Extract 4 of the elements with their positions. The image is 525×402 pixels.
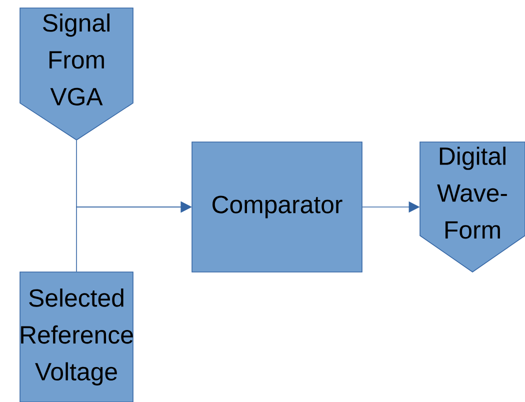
process-box: Comparator [192, 142, 362, 272]
process-box: Selected Reference Voltage [20, 272, 134, 402]
down-arrow-box: Digital Wave-Form [420, 142, 525, 272]
down-arrow-box: Signal From VGA [20, 8, 134, 140]
